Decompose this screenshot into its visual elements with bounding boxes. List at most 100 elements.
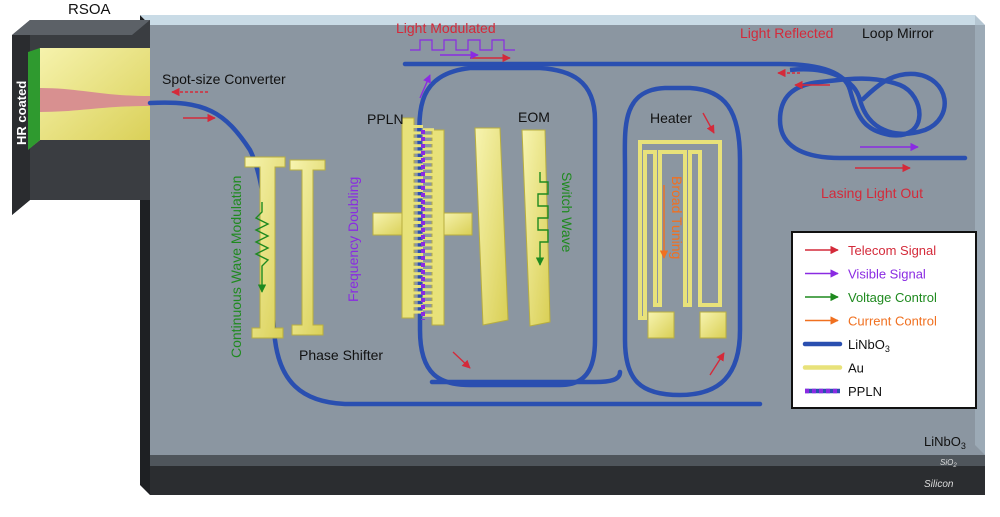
rsoa-label: RSOA xyxy=(68,1,111,18)
ppln-comb-finger-right xyxy=(423,230,434,234)
linbo3-layer-label: LiNbO3 xyxy=(924,434,966,451)
ppln-comb-finger-right xyxy=(423,237,434,240)
ppln-comb-finger-left xyxy=(412,189,423,192)
ppln-comb-electrodes xyxy=(401,117,445,326)
ppln-comb-finger-left xyxy=(412,297,423,301)
ppln-comb-finger-right xyxy=(423,224,434,228)
ppln-comb-finger-left xyxy=(412,169,423,173)
ppln-comb-finger-left xyxy=(412,278,423,282)
heater-pad-right xyxy=(699,311,727,339)
visible-arrow-ring xyxy=(419,74,431,99)
ppln-comb-finger-left xyxy=(412,291,423,295)
ppln-comb-spine-left xyxy=(401,117,415,319)
ppln-comb-finger-left xyxy=(412,253,423,256)
broad-tuning-label: Broad Tuning xyxy=(669,176,685,259)
ppln-comb-finger-right xyxy=(423,198,434,202)
legend-item: Voltage Control xyxy=(805,290,937,305)
bus-waveguide-lower xyxy=(429,369,623,385)
continuous-wave-modulation-label: Continuous Wave Modulation xyxy=(228,176,244,358)
ppln-comb-finger-right xyxy=(423,275,434,279)
ppln-comb-finger-left xyxy=(412,304,423,308)
phase-shifter-electrode-right xyxy=(289,159,326,336)
ppln-comb-finger-left xyxy=(412,163,423,167)
ppln-comb-finger-left xyxy=(412,240,423,244)
ppln-comb-finger-right xyxy=(423,307,434,311)
ppln-comb-finger-left xyxy=(412,246,423,250)
ppln-comb-finger-left xyxy=(412,144,423,148)
eom-electrode-left xyxy=(474,127,509,326)
legend-item-label: Visible Signal xyxy=(848,267,926,282)
lasing-light-out-label: Lasing Light Out xyxy=(821,185,923,201)
ppln-comb-finger-right xyxy=(423,205,434,208)
ppln-comb-finger-right xyxy=(423,179,434,183)
eom-label: EOM xyxy=(518,109,550,125)
eom-electrode-right xyxy=(521,129,551,327)
legend-item-label: PPLN xyxy=(848,384,882,399)
ring-resonator-ppln xyxy=(417,65,598,388)
ppln-comb-finger-right xyxy=(423,269,434,272)
silicon-layer-label: Silicon xyxy=(924,479,954,490)
legend-item: Telecom Signal xyxy=(805,243,936,258)
hr-coated-label: HR coated xyxy=(14,81,29,145)
ppln-comb-finger-left xyxy=(412,195,423,199)
ppln-comb-finger-right xyxy=(423,294,434,298)
rsoa-block xyxy=(12,20,150,215)
ppln-comb-finger-left xyxy=(412,125,423,128)
voltage-zigzag-left xyxy=(254,202,270,293)
telecom-arrow-heater-top xyxy=(702,112,715,134)
telecom-arrow-ring xyxy=(452,351,471,369)
ppln-label: PPLN xyxy=(367,111,404,127)
ppln-comb-finger-right xyxy=(423,166,434,170)
legend-item-label: LiNbO3 xyxy=(848,337,890,354)
ppln-electrode-right-bar xyxy=(439,212,473,236)
waveguide-network xyxy=(147,61,968,407)
loop-mirror-label: Loop Mirror xyxy=(862,25,934,41)
ppln-comb-finger-left xyxy=(412,310,423,314)
signal-arrows xyxy=(171,39,919,376)
phase-shifter-label: Phase Shifter xyxy=(299,347,383,363)
ppln-comb-finger-left xyxy=(412,233,423,237)
ppln-comb-finger-right xyxy=(423,262,434,266)
ppln-comb-finger-left xyxy=(412,176,423,180)
ppln-comb-finger-right xyxy=(423,192,434,196)
ppln-comb-finger-right xyxy=(423,141,434,144)
ppln-comb-finger-right xyxy=(423,147,434,151)
ppln-comb-finger-left xyxy=(412,182,423,186)
phase-shifter-electrode-left xyxy=(244,156,286,339)
ppln-comb-finger-right xyxy=(423,153,434,157)
modulated-square-wave xyxy=(410,39,515,51)
ppln-comb-finger-right xyxy=(423,134,434,138)
ppln-comb-finger-left xyxy=(412,157,423,160)
ppln-comb-finger-left xyxy=(412,150,423,154)
legend-item: LiNbO3 xyxy=(802,337,890,354)
ppln-comb-finger-right xyxy=(423,217,434,221)
ppln-comb-finger-left xyxy=(412,221,423,224)
ppln-comb-finger-right xyxy=(423,243,434,247)
ppln-comb-finger-left xyxy=(412,137,423,141)
ppln-electrode-left-bar xyxy=(372,212,406,236)
spot-size-converter-label: Spot-size Converter xyxy=(162,71,286,87)
ppln-comb-finger-right xyxy=(423,288,434,292)
ppln-comb-finger-left xyxy=(412,227,423,231)
diagram-labels: Spot-size Converter Light Modulated Ligh… xyxy=(162,20,966,490)
loop-mirror-coil xyxy=(789,67,947,136)
legend-item-label: Telecom Signal xyxy=(848,243,936,258)
ppln-comb-spine-right xyxy=(431,129,445,326)
chip-substrate xyxy=(140,15,985,495)
bus-waveguide-top xyxy=(402,61,968,161)
ring-resonator-heater xyxy=(622,85,743,398)
legend-item-label: Au xyxy=(848,361,864,376)
ppln-comb-finger-right xyxy=(423,313,434,317)
ppln-comb-finger-left xyxy=(412,272,423,276)
frequency-doubling-label: Frequency Doubling xyxy=(345,177,361,302)
ppln-comb-finger-left xyxy=(412,259,423,263)
legend-item-label: Voltage Control xyxy=(848,290,937,305)
heater-electrode xyxy=(638,140,722,320)
ppln-comb-finger-right xyxy=(423,301,434,304)
ppln-comb-finger-right xyxy=(423,211,434,215)
ppln-comb-finger-right xyxy=(423,256,434,260)
sio2-layer-label: SiO2 xyxy=(940,458,957,469)
ppln-comb-finger-left xyxy=(412,214,423,218)
